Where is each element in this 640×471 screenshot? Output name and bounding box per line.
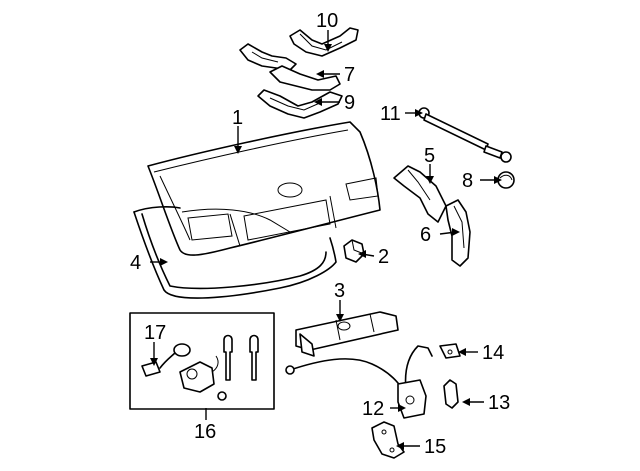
lock-cylinder-kit-box-part-16 — [129, 312, 275, 410]
hinge-arm-part-7 — [239, 43, 341, 91]
trunk-lid-part-1 — [147, 121, 381, 256]
connector-part-17 — [141, 343, 191, 377]
bracket-part-14 — [439, 343, 461, 359]
callout-8: 8 — [462, 170, 473, 192]
callout-17: 17 — [144, 322, 166, 344]
striker-part-15 — [371, 421, 405, 459]
callout-2: 2 — [378, 246, 389, 268]
callout-6: 6 — [420, 224, 431, 246]
callout-9: 9 — [344, 92, 355, 114]
hinge-cover-part-5 — [393, 165, 447, 223]
callout-16: 16 — [194, 421, 216, 443]
callout-3: 3 — [334, 280, 345, 302]
callout-5: 5 — [424, 145, 435, 167]
hinge-bracket-part-10 — [289, 27, 359, 57]
callout-15: 15 — [424, 436, 446, 458]
callout-arrowheads — [150, 44, 502, 450]
closer-motor-part-3 — [295, 311, 399, 357]
clip-part-13 — [443, 379, 459, 409]
callout-13: 13 — [488, 392, 510, 414]
lock-assembly-part-12 — [285, 345, 433, 419]
callout-14: 14 — [482, 342, 504, 364]
weatherstrip-part-4 — [133, 206, 337, 299]
hinge-part-9 — [257, 89, 343, 119]
callout-1: 1 — [232, 107, 243, 129]
bumper-stop-part-2 — [343, 239, 365, 263]
callout-11: 11 — [380, 103, 401, 125]
lock-cylinder — [179, 355, 219, 393]
callout-labels: 1 2 3 4 5 6 7 8 9 10 11 12 13 14 15 16 1… — [130, 10, 510, 458]
callout-7: 7 — [344, 64, 355, 86]
callout-4: 4 — [130, 252, 141, 274]
callout-10: 10 — [316, 10, 338, 32]
callout-12: 12 — [362, 398, 384, 420]
keys — [223, 334, 259, 381]
